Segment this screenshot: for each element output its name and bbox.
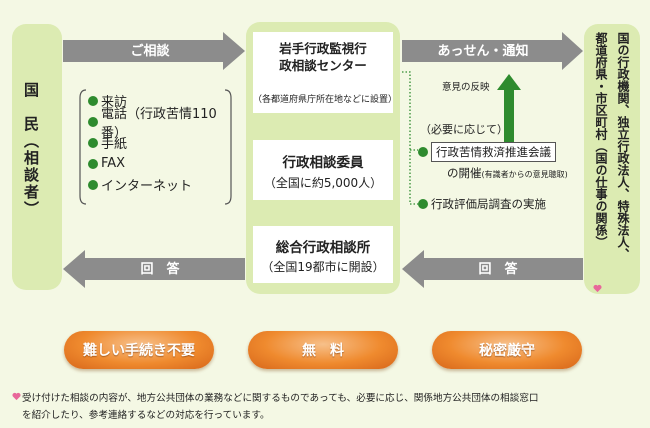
survey-item: 行政評価局調査の実施 (418, 196, 546, 212)
survey-text: 行政評価局調査の実施 (431, 197, 546, 211)
citizen-panel: 国 民（相談者） (12, 24, 62, 290)
feedback-up-arrow (497, 74, 521, 152)
bullet-icon (88, 158, 98, 169)
general-office-count: （全国19都市に開設） (261, 260, 385, 274)
agencies-col2: 都道府県・市区町村（国の仕事の関係） (594, 32, 608, 248)
badge-free: 無 料 (248, 331, 398, 369)
prefectural-center-title-1: 岩手行政監視行 (279, 41, 367, 56)
council-held-text: の開催 (447, 166, 482, 180)
prefectural-center-box: 岩手行政監視行 政相談センター （各都道府県庁所在地などに設置） (253, 32, 398, 113)
method-visit: 来訪 (88, 90, 233, 111)
badge-confidential: 秘密厳守 (432, 331, 582, 369)
general-office-box: 総合行政相談所 （全国19都市に開設） (253, 226, 393, 283)
consult-label: ご相談 (130, 44, 170, 59)
dotted-connector (402, 71, 418, 205)
consult-arrow (63, 32, 245, 70)
answer-arrow-left (63, 250, 245, 288)
citizen-title: 国 民（相談者） (22, 82, 40, 218)
council-held-note: (有識者からの意見聴取) (481, 170, 568, 179)
agencies-col1: 国の行政機関、独立行政法人、特殊法人、 (616, 32, 630, 260)
prefectural-center-note: （各都道府県庁所在地などに設置） (253, 95, 398, 105)
method-fax: FAX (88, 153, 233, 174)
council-name: 行政苦情救済推進会議 (431, 142, 556, 162)
bullet-icon (88, 137, 98, 148)
bullet-icon (418, 147, 428, 157)
bullet-icon (88, 116, 98, 127)
left-bracket (79, 89, 87, 205)
method-phone: 電話（行政苦情110番） (88, 107, 233, 141)
method-internet: インターネット (88, 174, 233, 195)
council-item: 行政苦情救済推進会議 (418, 142, 556, 162)
contact-methods: 来訪 電話（行政苦情110番） 手紙 FAX インターネット (78, 88, 233, 208)
answer-label-right: 回 答 (478, 262, 518, 277)
mediate-label: あっせん・通知 (437, 44, 529, 59)
bullet-icon (88, 179, 98, 190)
general-office-title: 総合行政相談所 (275, 240, 371, 256)
answer-label-left: 回 答 (140, 262, 180, 277)
bullet-icon (88, 95, 98, 106)
footnote-line1: 受け付けた相談の内容が、地方公共団体の業務などに関するものであっても、必要に応じ… (22, 393, 539, 404)
heart-icon (593, 284, 602, 293)
badge-no-procedure: 難しい手続き不要 (64, 331, 214, 369)
council-held: の開催(有識者からの意見聴取) (447, 165, 568, 181)
when-needed-label: （必要に応じて） (420, 123, 508, 136)
right-bracket (224, 89, 232, 205)
footnote-line2: を紹介したり、参考連絡するなどの対応を行っています。 (22, 410, 270, 421)
answer-arrow-right (402, 250, 583, 288)
method-letter: 手紙 (88, 132, 233, 153)
bullet-icon (418, 199, 428, 209)
commissioner-count: （全国に約5,000人） (263, 176, 383, 190)
commissioner-box: 行政相談委員 （全国に約5,000人） (253, 140, 393, 200)
agencies-panel: 国の行政機関、独立行政法人、特殊法人、 都道府県・市区町村（国の仕事の関係） (584, 24, 640, 294)
heart-icon (12, 392, 21, 401)
opinion-label: 意見の反映 (442, 82, 490, 93)
commissioner-title: 行政相談委員 (282, 155, 364, 171)
prefectural-center-title-2: 政相談センター (279, 58, 367, 73)
mediate-arrow (402, 32, 583, 70)
